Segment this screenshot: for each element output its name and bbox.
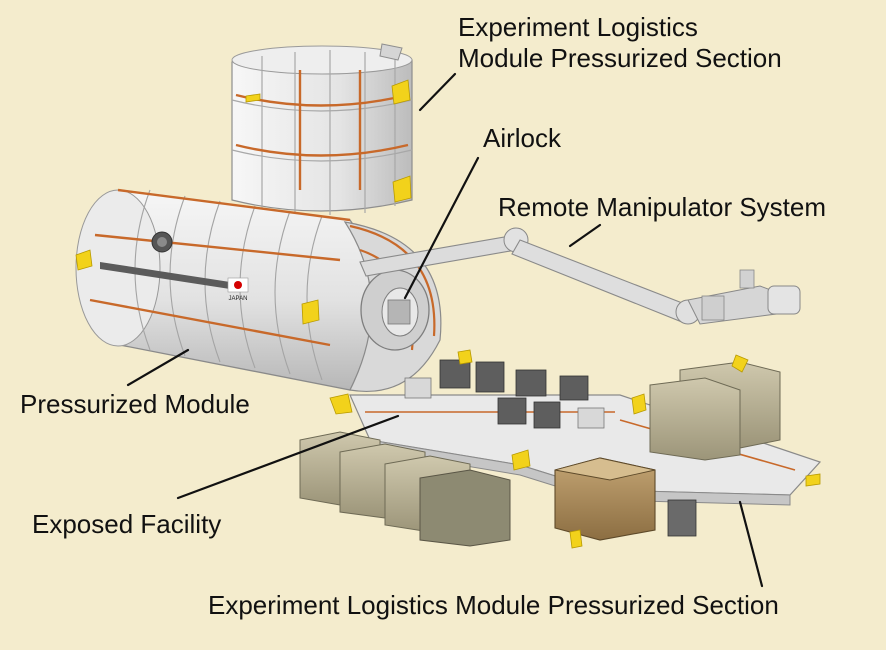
pm-window-strip [100, 262, 230, 289]
pressurized-module: JAPAN [75, 188, 442, 415]
leader-elm-ps-bottom [738, 500, 764, 588]
exposed-facility [299, 349, 822, 549]
airlock-hatch [360, 269, 430, 351]
label-rms: Remote Manipulator System [498, 192, 827, 222]
ef-handrails [457, 349, 821, 549]
label-airlock: Airlock [483, 123, 562, 153]
leader-rms [568, 223, 602, 248]
label-elm-ps-bottom: Experiment Logistics Module Pressurized … [208, 590, 779, 620]
leader-airlock [403, 156, 480, 300]
remote-manipulator-arm [359, 227, 801, 325]
pm-hatch [151, 231, 173, 253]
label-elm-ps-top: Experiment Logistics Module Pressurized … [458, 12, 782, 74]
label-pm: Pressurized Module [20, 389, 250, 419]
leader-lines [126, 72, 764, 588]
elm-ps-module [231, 43, 413, 215]
elm-exposed-section [554, 457, 697, 541]
leader-ef [176, 414, 400, 500]
label-elm-ps-top-line1: Experiment Logistics [458, 12, 698, 42]
label-ef: Exposed Facility [32, 509, 222, 539]
leader-elm-ps-top [418, 72, 457, 112]
japan-flag: JAPAN [227, 277, 249, 302]
leader-pm [126, 348, 190, 387]
ef-payloads [439, 359, 589, 429]
flag-label: JAPAN [229, 296, 248, 302]
pm-handrails [75, 249, 353, 415]
label-elm-ps-top-line2: Module Pressurized Section [458, 43, 782, 73]
elm-ps-handrails [245, 79, 412, 203]
ef-hanging-payloads [299, 361, 781, 547]
